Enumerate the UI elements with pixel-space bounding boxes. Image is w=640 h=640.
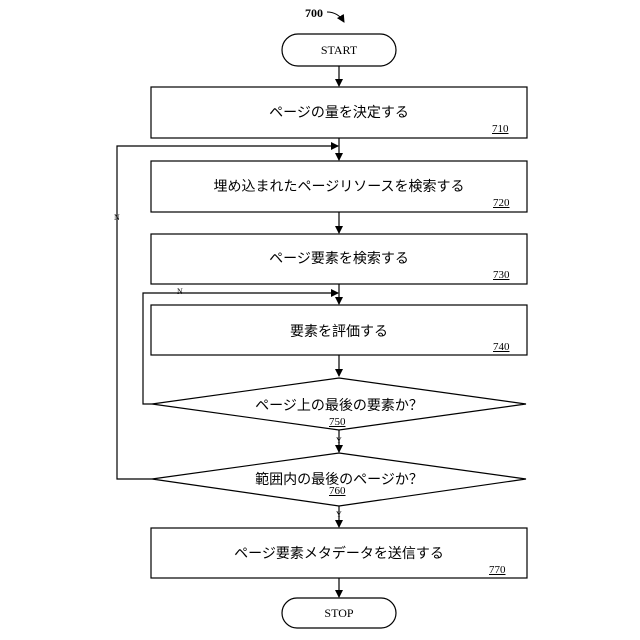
- step-740-ref: 740: [493, 341, 510, 353]
- step-730-text: ページ要素を検索する: [151, 248, 527, 268]
- stop-label: STOP: [282, 606, 396, 621]
- step-720-ref: 720: [493, 197, 510, 209]
- step-710-ref: 710: [492, 123, 509, 135]
- step-710-text: ページの量を決定する: [151, 102, 527, 122]
- figure-pointer-arrow: [327, 12, 344, 22]
- step-720-text: 埋め込まれたページリソースを検索する: [151, 176, 527, 196]
- decision-760-yes-label: Y: [336, 510, 342, 519]
- decision-760-ref: 760: [329, 485, 346, 497]
- step-730-ref: 730: [493, 269, 510, 281]
- start-label: START: [282, 43, 396, 58]
- decision-750-yes-label: Y: [336, 436, 342, 445]
- step-740-text: 要素を評価する: [151, 321, 527, 341]
- decision-750-ref: 750: [329, 416, 346, 428]
- decision-750-no-label: N: [177, 287, 183, 296]
- decision-760-no-label: N: [114, 213, 120, 222]
- figure-number: 700: [305, 6, 323, 21]
- step-770-text: ページ要素メタデータを送信する: [151, 543, 527, 563]
- decision-750-text: ページ上の最後の要素か？: [152, 395, 526, 415]
- step-770-ref: 770: [489, 564, 506, 576]
